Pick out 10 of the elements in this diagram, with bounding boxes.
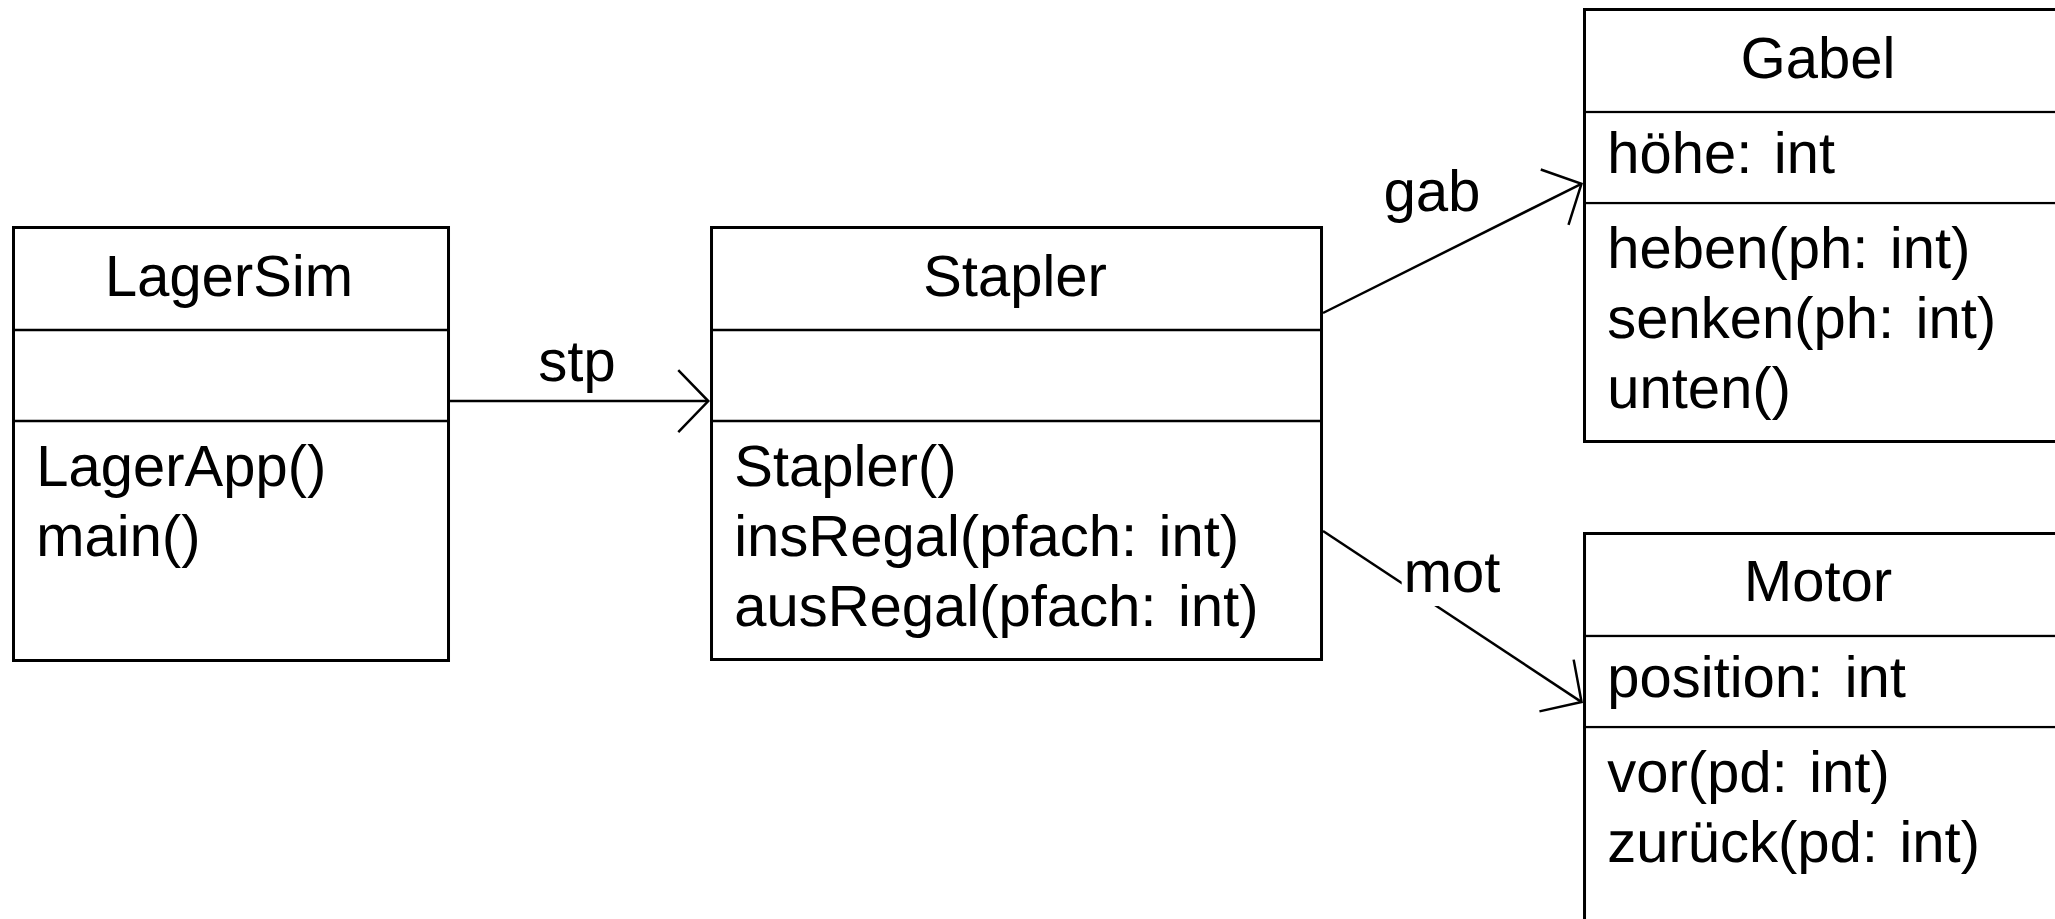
class-box: Motor position: int vor(pd: int) zurück(pd: int) bbox=[1583, 532, 2055, 919]
edge-label: mot bbox=[1401, 550, 1503, 606]
class-box: Gabel höhe: int heben(ph: int) senken(ph: int) unten() bbox=[1583, 8, 2055, 443]
class-box: LagerSim LagerApp() main() bbox=[12, 226, 450, 662]
association-arrow bbox=[450, 369, 710, 433]
association-arrow bbox=[1322, 168, 1583, 315]
edge-label: gab bbox=[1381, 166, 1483, 226]
association-arrow bbox=[1322, 529, 1584, 713]
class-box: Stapler Stapler() insRegal(pfach: int) ausRegal(pfach: int) bbox=[710, 226, 1323, 661]
edge-label: stp bbox=[536, 339, 618, 395]
